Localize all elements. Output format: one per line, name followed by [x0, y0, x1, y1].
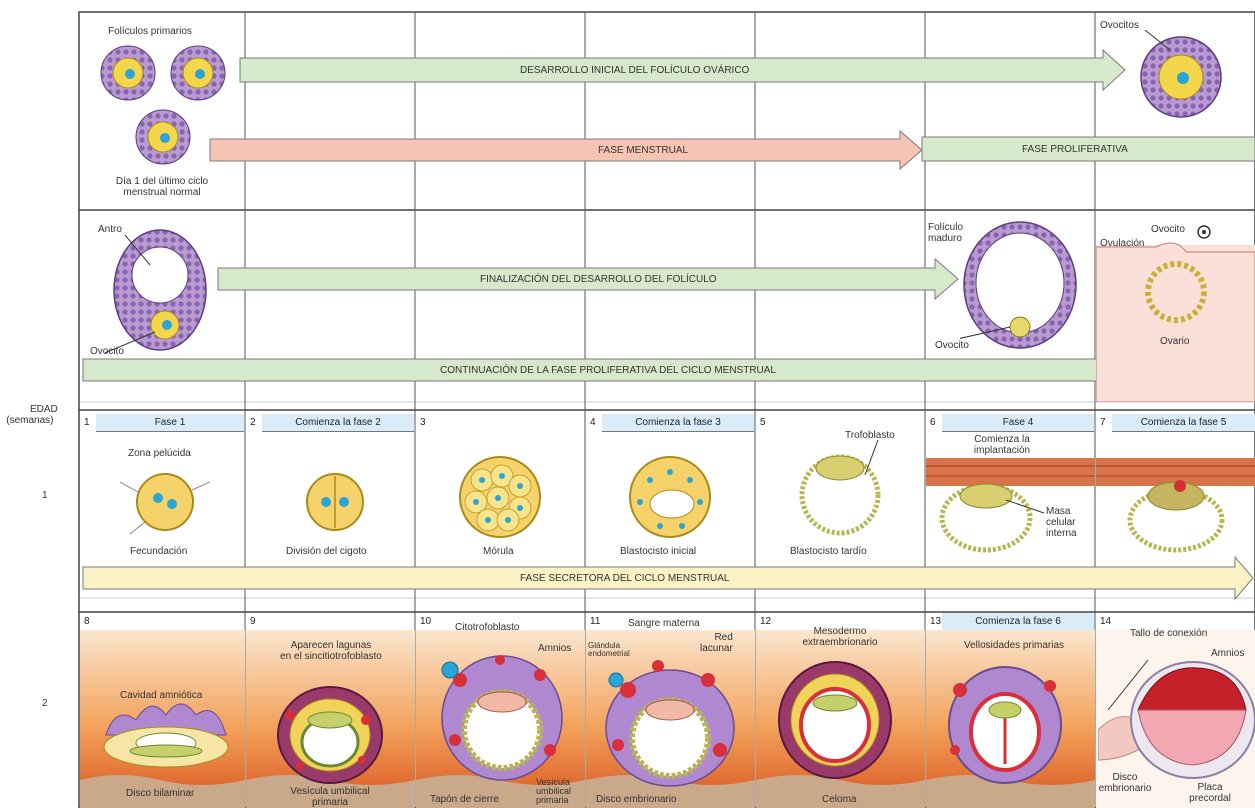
caption-embryonic-disc: Disco embrionario	[596, 794, 677, 805]
lacunae-illustration	[270, 680, 390, 790]
arrow-label-2: FASE MENSTRUAL	[598, 145, 688, 156]
label-implantation-start: Comienza la implantación	[962, 434, 1042, 456]
cell12-illustration	[770, 655, 900, 785]
arrow-label-1: DESARROLLO INICIAL DEL FOLÍCULO OVÁRICO	[520, 65, 749, 76]
cell14-illustration	[1098, 650, 1255, 785]
label-ovary: Ovario	[1160, 336, 1189, 347]
caption-celoma: Celoma	[822, 794, 856, 805]
label-connecting-stalk: Tallo de conexión	[1130, 628, 1207, 639]
header-fase-4: Fase 4	[942, 414, 1094, 432]
label-day1: Día 1 del último ciclo menstrual normal	[92, 176, 232, 198]
cell-num-10: 10	[420, 616, 431, 627]
arrow-label-2b: FASE PROLIFERATIVA	[1022, 144, 1128, 155]
zygote-fertilization-illustration	[120, 462, 210, 542]
cell-num-3: 3	[420, 417, 426, 428]
label-antrum: Antro	[98, 224, 122, 235]
label-extraembryonic-mesoderm: Mesodermo extraembrionario	[770, 626, 910, 648]
label-primary-follicles: Folículos primarios	[108, 26, 192, 37]
header-fase-6: Comienza la fase 6	[942, 613, 1094, 631]
label-oocyte-mature: Ovocito	[935, 340, 969, 351]
arrow-menstrual-phase	[210, 131, 922, 169]
primary-follicles-illustration	[90, 40, 240, 170]
label-cytotrophoblast: Citotrofoblasto	[455, 622, 519, 633]
arrow-label-3: FINALIZACIÓN DEL DESARROLLO DEL FOLÍCULO	[480, 274, 717, 285]
late-blastocyst-illustration	[790, 440, 890, 540]
caption-blastocisto-tardio: Blastocisto tardío	[790, 546, 867, 557]
label-ovulation: Ovulación	[1100, 238, 1144, 249]
implantation-progress-illustration	[1096, 458, 1255, 558]
antral-follicle-illustration	[105, 220, 215, 360]
cell-num-8: 8	[84, 616, 90, 627]
cell13-illustration	[940, 660, 1070, 790]
label-amniotic-cavity: Cavidad amniótica	[120, 690, 202, 701]
label-oocyte-row2: Ovocito	[90, 346, 124, 357]
label-maternal-blood: Sangre materna	[628, 618, 700, 629]
arrow-label-4: CONTINUACIÓN DE LA FASE PROLIFERATIVA DE…	[440, 365, 776, 376]
label-oocytes: Ovocitos	[1100, 20, 1139, 31]
morula-illustration	[450, 452, 550, 542]
label-primary-villi: Vellosidades primarias	[964, 640, 1064, 651]
caption-division-cigoto: División del cigoto	[286, 546, 367, 557]
caption-closing-plug: Tapón de cierre	[430, 794, 499, 805]
cell-num-13: 13	[930, 616, 941, 627]
cell-num-5: 5	[760, 417, 766, 428]
header-fase-3: Comienza la fase 3	[602, 414, 754, 432]
label-lacunae: Aparecen lagunas en el sincitiotrofoblas…	[256, 640, 406, 662]
label-masa-celular: Masa celular interna	[1046, 506, 1077, 539]
cell-num-6: 6	[930, 417, 936, 428]
cell-num-9: 9	[250, 616, 256, 627]
caption-morula: Mórula	[483, 546, 514, 557]
mature-follicle-illustration	[960, 215, 1090, 355]
caption-umbilical-vesicle: Vesícula umbilical primaria	[270, 786, 390, 808]
cell-num-7: 7	[1100, 417, 1106, 428]
arrow-label-5: FASE SECRETORA DEL CICLO MENSTRUAL	[520, 573, 730, 584]
header-fase-5: Comienza la fase 5	[1112, 414, 1255, 432]
caption-umbilical-vesicle-10: Vesícula umbilical primaria	[536, 778, 571, 805]
cell-num-11: 11	[590, 616, 600, 627]
caption-blastocisto-inicial: Blastocisto inicial	[620, 546, 696, 557]
label-mature-follicle: Folículo maduro	[928, 222, 964, 244]
cell11-illustration	[598, 650, 748, 795]
caption-embryonic-disc-14: Disco embrionario	[1098, 772, 1152, 794]
zygote-division-illustration	[290, 462, 380, 542]
label-oocyte-ovulation: Ovocito	[1151, 224, 1185, 235]
cell-num-1: 1	[84, 417, 90, 428]
label-zona-pelucida: Zona pelúcida	[128, 448, 191, 459]
oocytes-illustration	[1125, 30, 1225, 125]
cell-num-2: 2	[250, 417, 256, 428]
early-blastocyst-illustration	[620, 452, 720, 542]
header-fase-1: Fase 1	[96, 414, 244, 432]
cell-num-4: 4	[590, 417, 596, 428]
cell10-illustration	[430, 640, 580, 790]
cell-num-14: 14	[1100, 616, 1111, 627]
label-prechordal-plate: Placa precordal	[1186, 782, 1234, 804]
caption-disco-bilaminar: Disco bilaminar	[126, 788, 194, 799]
caption-fecundacion: Fecundación	[130, 546, 187, 557]
header-fase-2: Comienza la fase 2	[262, 414, 414, 432]
